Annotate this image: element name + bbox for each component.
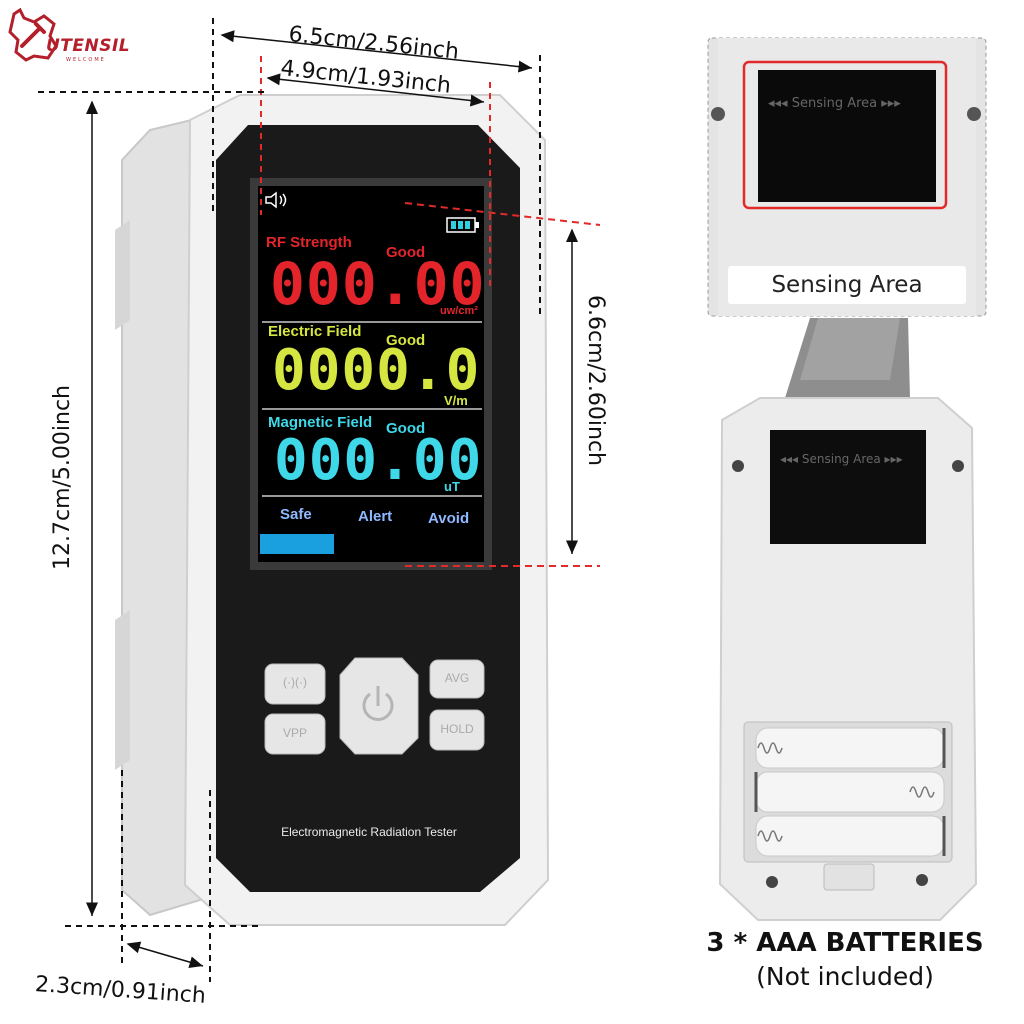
rf-status: Good [386, 244, 426, 261]
magnetic-value: 000.00 [274, 428, 483, 493]
sensing-area-back-label: ◂◂◂ Sensing Area ▸▸▸ [780, 452, 903, 466]
sensing-area-caption: Sensing Area [728, 266, 966, 304]
power-icon[interactable] [358, 680, 398, 728]
dimension-lines [38, 18, 601, 982]
electric-unit: V/m [444, 393, 468, 408]
avg-button[interactable]: AVG [444, 671, 470, 685]
device-back-illustration [707, 37, 987, 921]
device-name: Electromagnetic Radiation Tester [281, 825, 457, 839]
rf-strength-label: RF Strength [266, 234, 352, 251]
sound-button[interactable]: (·)(·) [283, 675, 307, 689]
dimension-screen-height: 6.6cm/2.60inch [583, 295, 608, 467]
vpp-button[interactable]: VPP [282, 726, 307, 740]
brand-tagline: WELCOME [66, 57, 106, 63]
magnetic-unit: uT [444, 479, 460, 494]
electric-field-label: Electric Field [268, 323, 362, 340]
brand-name: UTENSIL [46, 36, 131, 56]
rf-value: 000.00 [270, 250, 486, 318]
magnetic-status: Good [386, 420, 426, 437]
wrench-logo-icon [8, 7, 58, 62]
device-front-illustration [115, 94, 550, 926]
hold-button[interactable]: HOLD [440, 722, 474, 736]
scale-safe: Safe [280, 506, 312, 523]
electric-status: Good [386, 332, 426, 349]
electric-value: 0000.0 [272, 338, 481, 403]
rf-unit: uw/cm² [440, 305, 478, 317]
battery-level-icon [446, 217, 479, 233]
speaker-icon [265, 191, 287, 209]
scale-avoid: Avoid [428, 510, 470, 527]
dimension-height: 12.7cm/5.00inch [50, 384, 75, 570]
battery-title: 3 * AAA BATTERIES [706, 928, 984, 958]
scale-alert: Alert [358, 508, 393, 525]
battery-note: (Not included) [756, 962, 934, 991]
magnetic-field-label: Magnetic Field [268, 414, 373, 431]
sensing-area-zoom-label: ◂◂◂ Sensing Area ▸▸▸ [768, 96, 901, 111]
